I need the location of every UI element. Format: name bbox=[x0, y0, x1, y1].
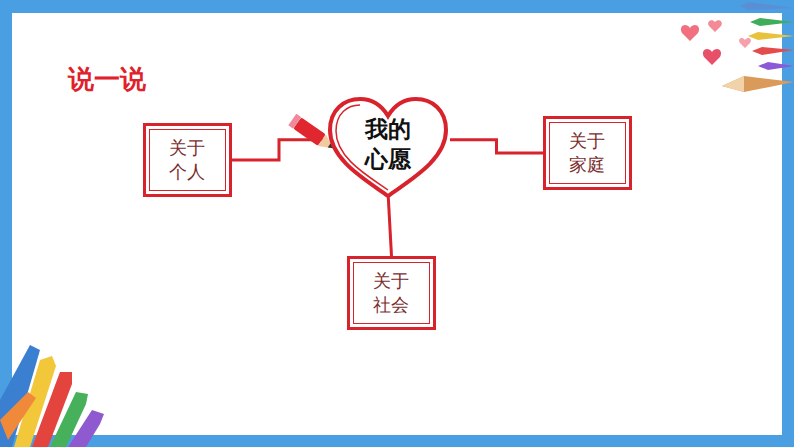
connector-line bbox=[232, 140, 326, 160]
center-label: 我的 心愿 bbox=[358, 114, 418, 174]
heart-center: 我的 心愿 bbox=[326, 96, 450, 200]
topic-box: 关于 家庭 bbox=[543, 116, 632, 190]
pencils-top-right bbox=[722, 2, 794, 92]
small-heart bbox=[708, 20, 722, 32]
box-label: 关于 社会 bbox=[368, 269, 415, 318]
connector-line bbox=[450, 140, 543, 153]
topic-box: 关于 社会 bbox=[347, 256, 436, 330]
box-label: 关于 个人 bbox=[164, 136, 211, 185]
connector-line bbox=[388, 192, 392, 256]
small-heart bbox=[681, 25, 699, 41]
slide-title: 说一说 bbox=[68, 62, 146, 97]
small-heart bbox=[739, 38, 751, 48]
pencils-bottom-left bbox=[0, 345, 104, 447]
topic-box: 关于 个人 bbox=[143, 123, 232, 197]
small-heart bbox=[703, 49, 721, 65]
box-label: 关于 家庭 bbox=[564, 129, 611, 178]
